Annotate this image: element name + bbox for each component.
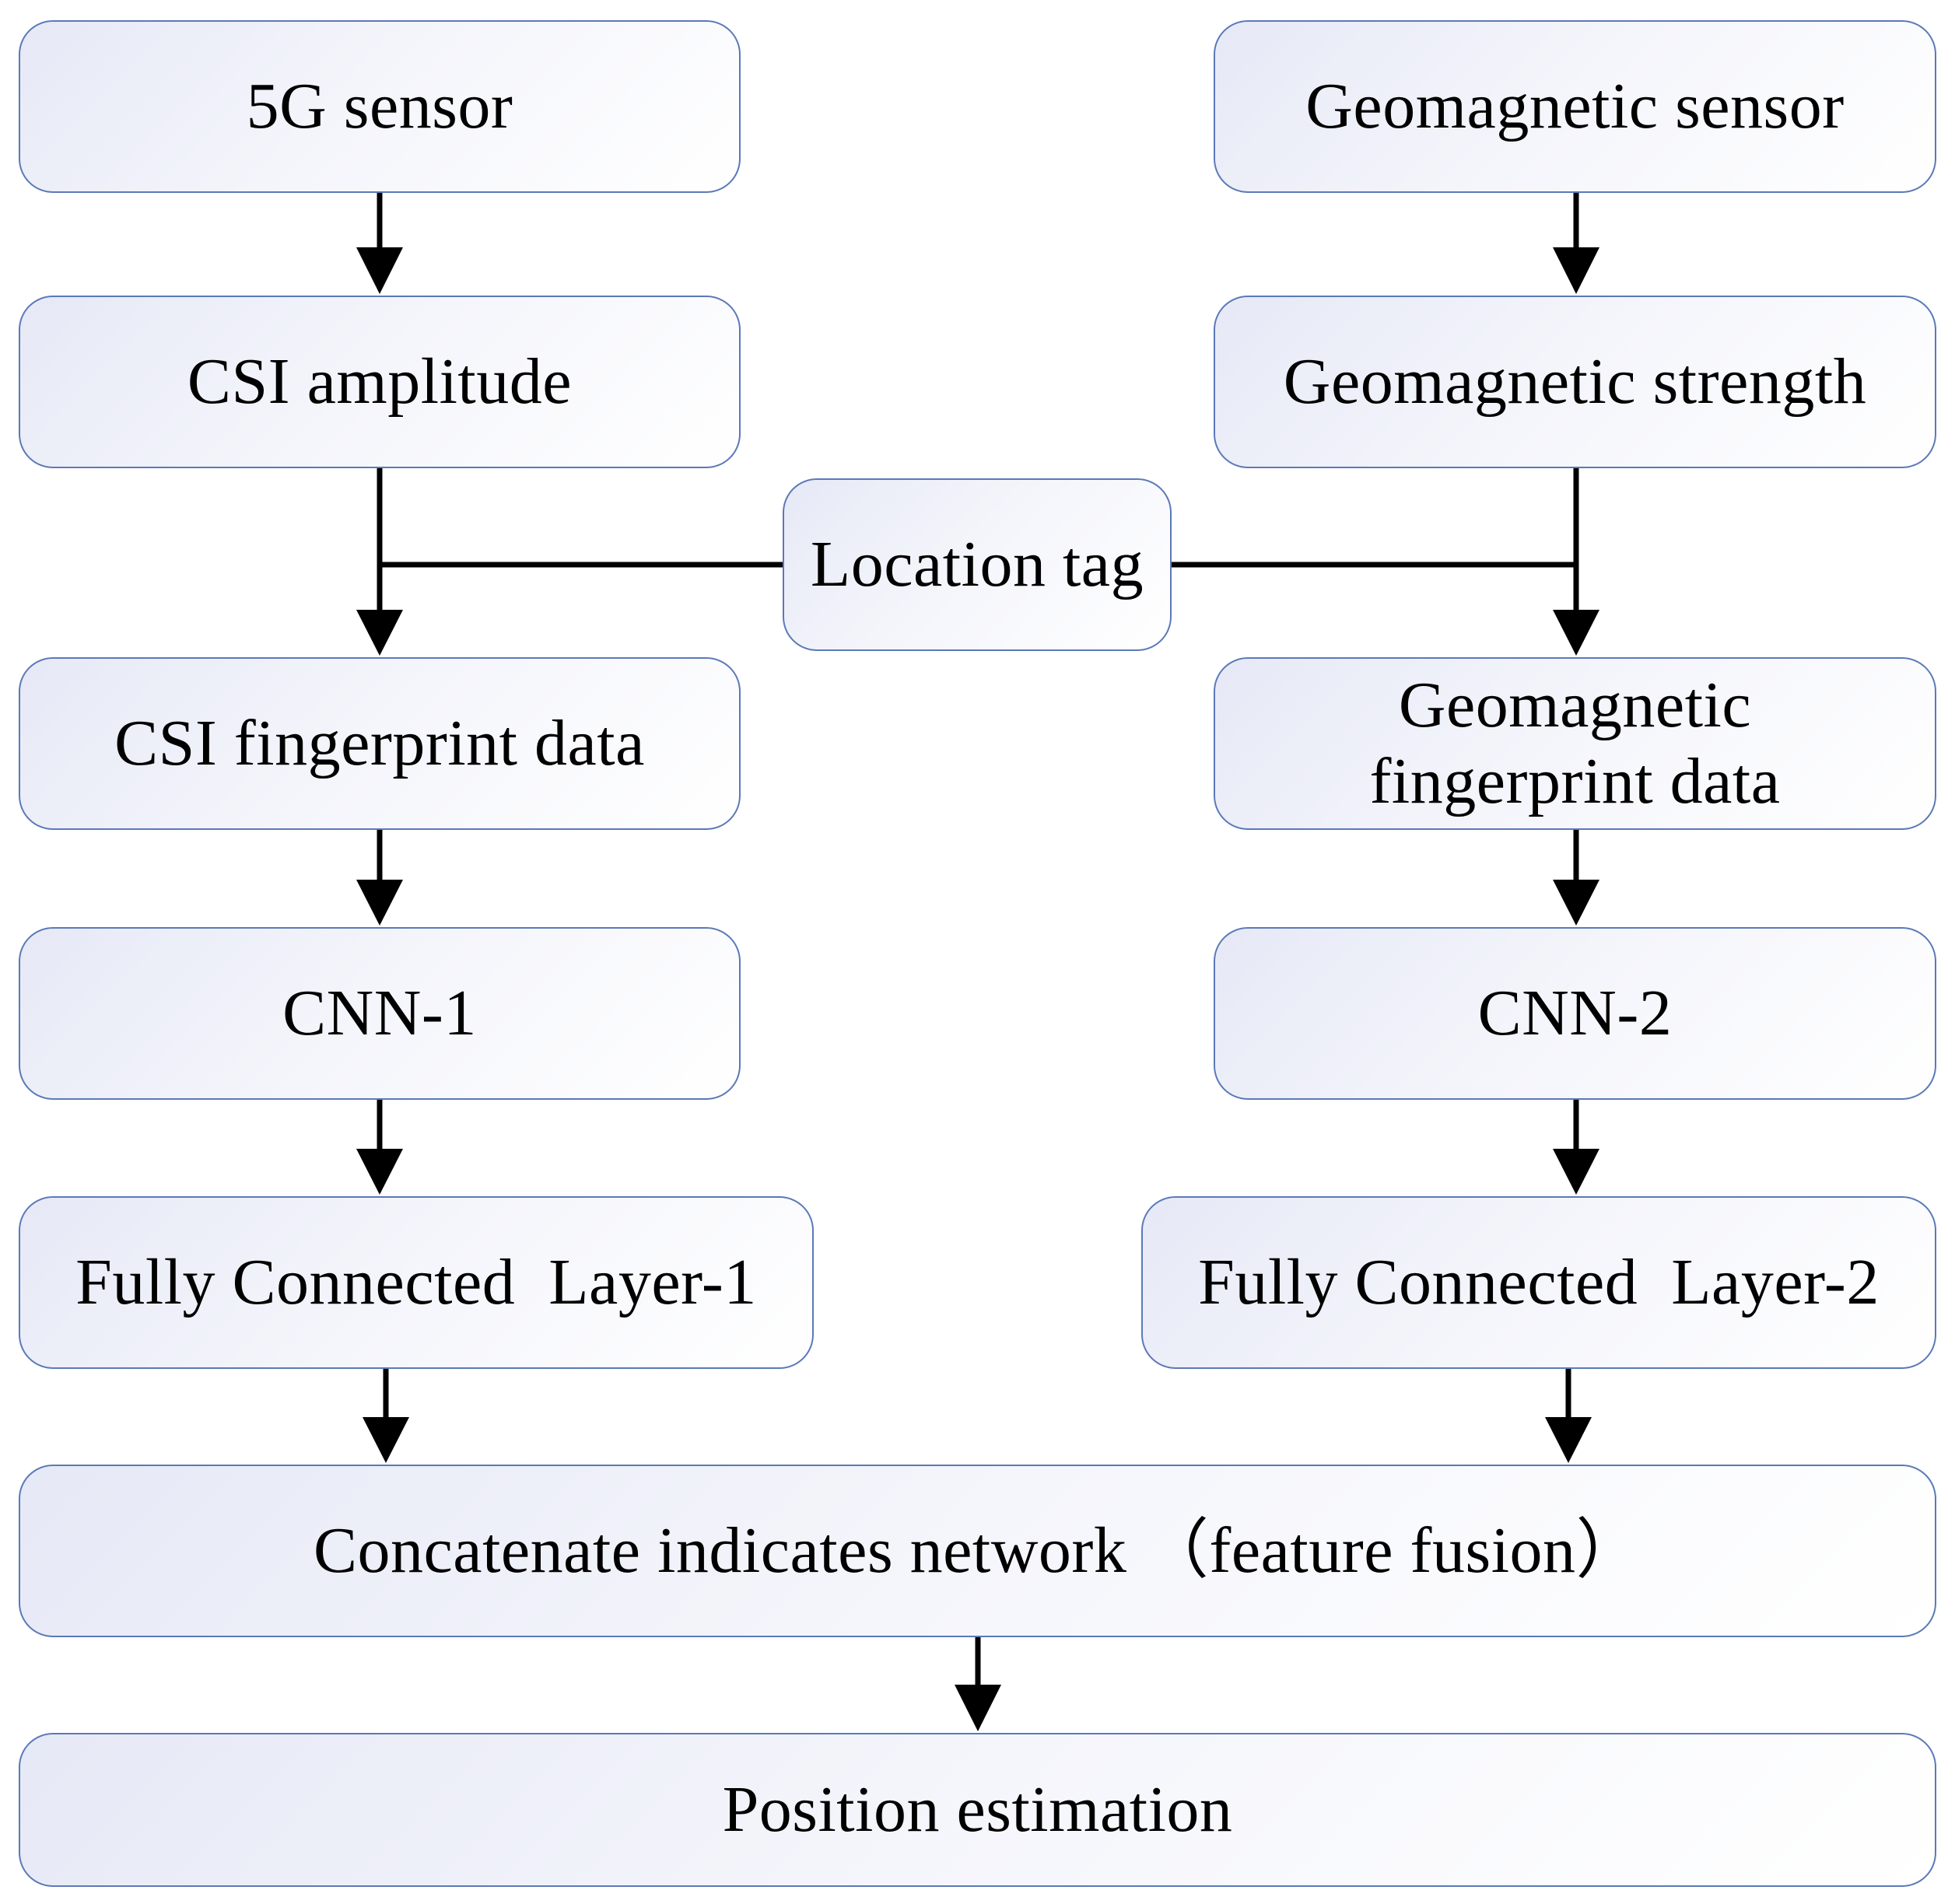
arrowhead-concat-to-position (955, 1685, 1001, 1731)
arrowhead-fc2-to-concat (1545, 1417, 1592, 1463)
arrowhead-csi-fingerprint-to-cnn1 (356, 880, 403, 926)
node-csi-fingerprint-data-label: CSI fingerprint data (114, 706, 645, 779)
arrowheads (356, 247, 1599, 1731)
node-fully-connected-layer-2: Fully Connected Layer-2 (1141, 1196, 1936, 1369)
node-geomagnetic-strength-label: Geomagnetic strength (1283, 345, 1867, 418)
node-concatenate-feature-fusion-label: Concatenate indicates network （feature f… (313, 1514, 1642, 1587)
node-csi-fingerprint-data: CSI fingerprint data (19, 657, 741, 830)
node-location-tag: Location tag (783, 478, 1172, 651)
arrowhead-geo-sensor-to-geo-strength (1553, 247, 1599, 294)
node-concatenate-feature-fusion: Concatenate indicates network （feature f… (19, 1465, 1936, 1637)
node-cnn-2-label: CNN-2 (1477, 976, 1673, 1049)
node-cnn-1: CNN-1 (19, 927, 741, 1100)
node-fully-connected-layer-1: Fully Connected Layer-1 (19, 1196, 814, 1369)
arrowhead-csi-amplitude-to-csi-fingerprint (356, 610, 403, 656)
node-5g-sensor-label: 5G sensor (246, 69, 513, 142)
node-cnn-1-label: CNN-1 (282, 976, 477, 1049)
node-location-tag-label: Location tag (810, 527, 1144, 600)
arrowhead-geo-strength-to-geo-fingerprint (1553, 610, 1599, 656)
arrowhead-fc1-to-concat (363, 1417, 409, 1463)
arrowhead-geo-fingerprint-to-cnn2 (1553, 880, 1599, 926)
arrowhead-cnn2-to-fc2 (1553, 1149, 1599, 1195)
connector-lines (377, 191, 1579, 1686)
node-geomagnetic-fingerprint-data-label-line2: fingerprint data (1369, 745, 1781, 817)
node-geomagnetic-sensor: Geomagnetic sensor (1214, 20, 1936, 193)
node-position-estimation: Position estimation (19, 1733, 1936, 1887)
node-geomagnetic-strength: Geomagnetic strength (1214, 296, 1936, 468)
node-geomagnetic-fingerprint-data-label-line1: Geomagnetic (1398, 668, 1752, 741)
node-fully-connected-layer-2-label: Fully Connected Layer-2 (1198, 1245, 1880, 1318)
node-cnn-2: CNN-2 (1214, 927, 1936, 1100)
node-5g-sensor: 5G sensor (19, 20, 741, 193)
arrowhead-cnn1-to-fc1 (356, 1149, 403, 1195)
node-geomagnetic-fingerprint-data: Geomagnetic fingerprint data (1214, 657, 1936, 830)
node-geomagnetic-sensor-label: Geomagnetic sensor (1305, 69, 1845, 142)
node-position-estimation-label: Position estimation (722, 1773, 1233, 1846)
node-csi-amplitude: CSI amplitude (19, 296, 741, 468)
node-csi-amplitude-label: CSI amplitude (187, 345, 573, 418)
node-fully-connected-layer-1-label: Fully Connected Layer-1 (75, 1245, 757, 1318)
arrowhead-5g-to-csi-amplitude (356, 247, 403, 294)
